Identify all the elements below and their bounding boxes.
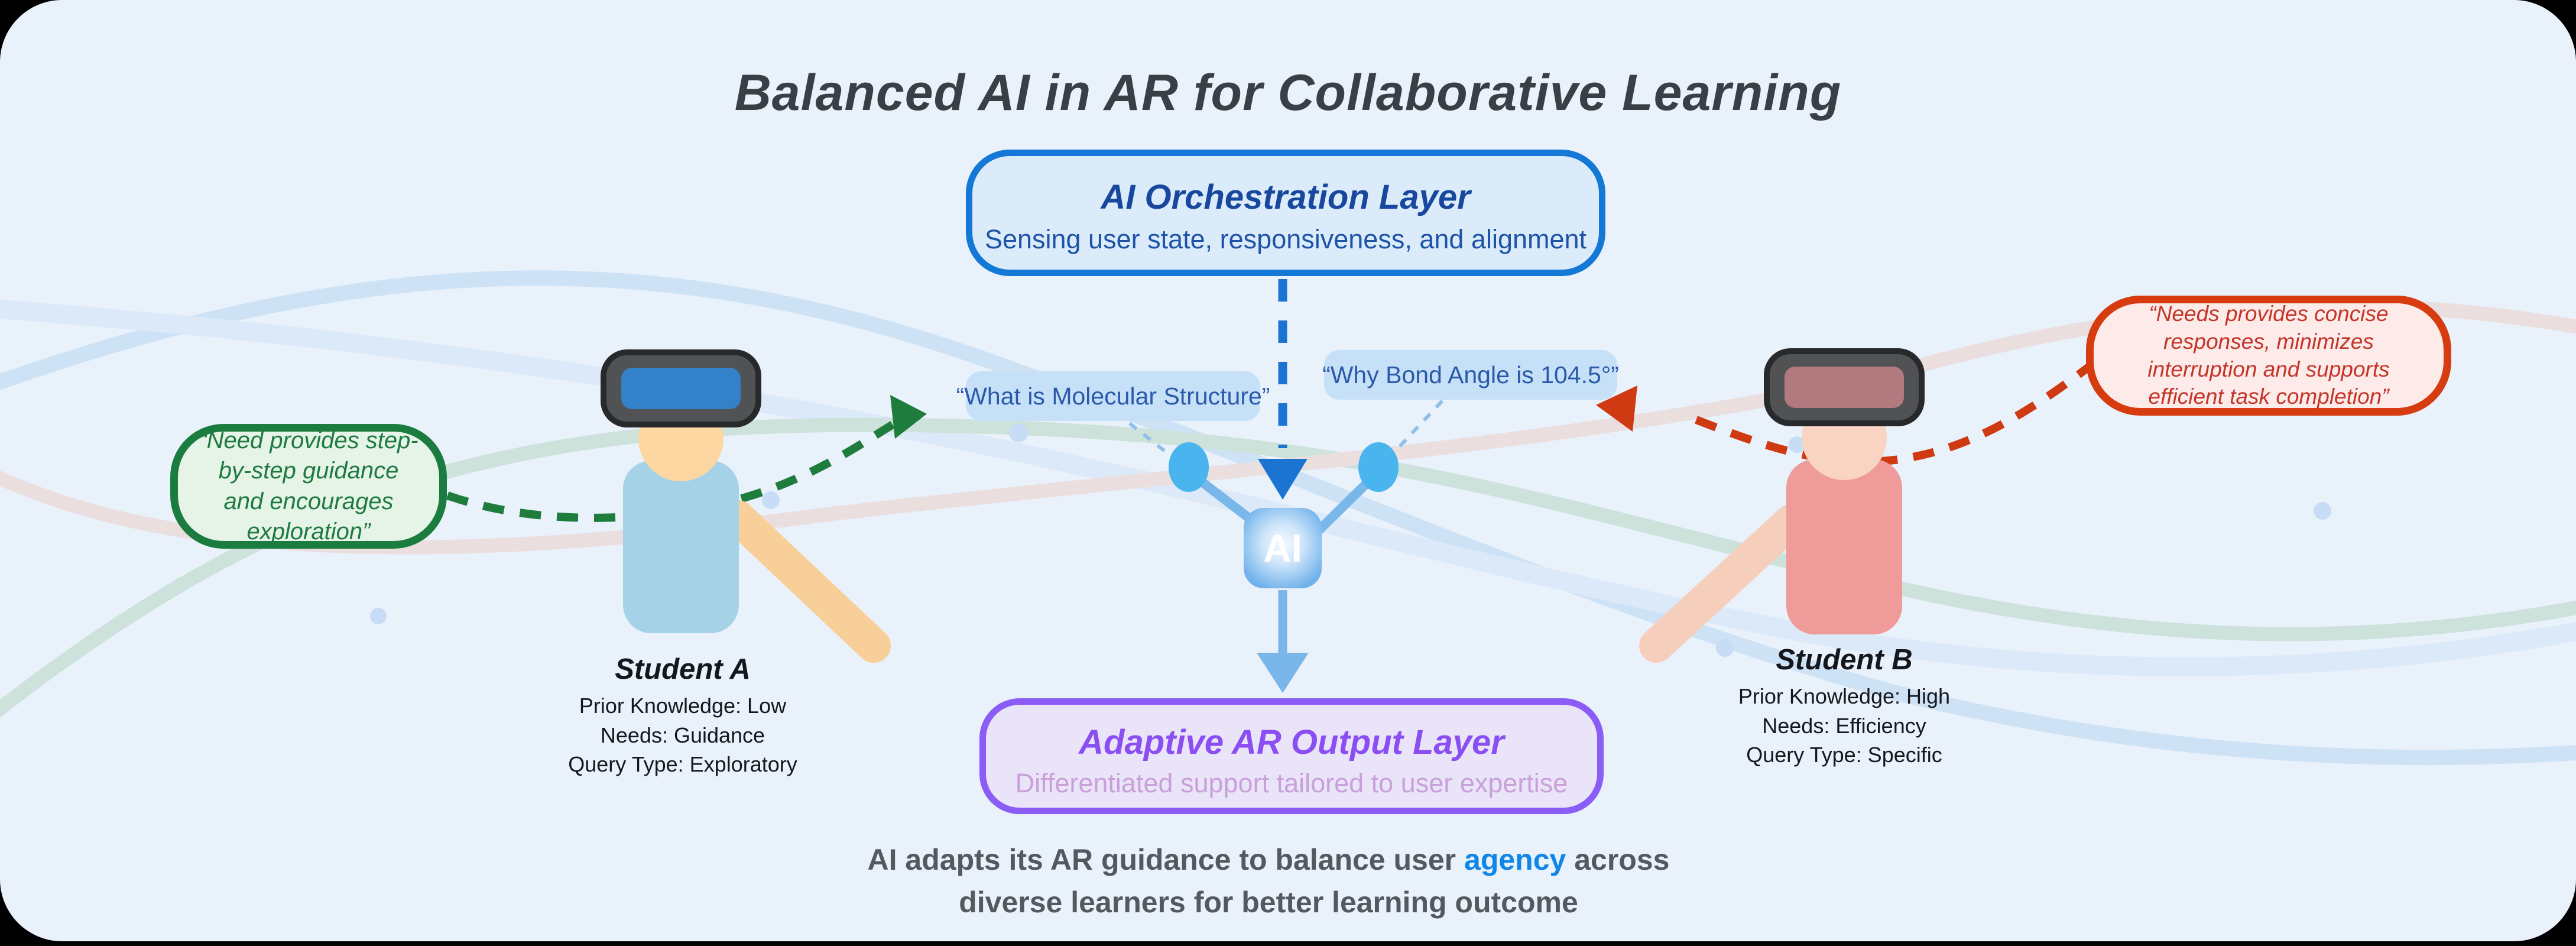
student-a-needs: Needs: Guidance <box>600 723 765 747</box>
student-b-body <box>1786 459 1902 634</box>
green-arrowhead <box>890 395 927 439</box>
ambient-dots <box>370 369 2331 657</box>
left-node-dot <box>1169 442 1209 492</box>
vr-headset-a-lens <box>621 368 741 409</box>
orchestration-layer-box: AI Orchestration Layer Sensing user stat… <box>966 150 1605 276</box>
right-node-dot <box>1358 442 1399 492</box>
blue-arrowhead <box>1258 459 1308 500</box>
ai-to-output-arrow <box>1257 590 1309 693</box>
query-bubble-left: “What is Molecular Structure” <box>956 371 1270 421</box>
caption-line1-pre: AI adapts its AR guidance to balance use… <box>867 843 1465 876</box>
output-layer-title: Adaptive AR Output Layer <box>1079 723 1504 762</box>
student-b-arm <box>1639 504 1808 663</box>
caption-agency-highlight: agency <box>1464 843 1566 876</box>
vr-headset-b-lens <box>1785 367 1904 408</box>
output-layer-box: Adaptive AR Output Layer Differentiated … <box>979 698 1604 814</box>
ai-node: AI <box>1244 508 1322 588</box>
student-a-quote-text: “Need provides step-by-step guidance and… <box>199 427 418 545</box>
student-b-quote-text: “Needs provides concise responses, minim… <box>2147 301 2390 409</box>
ai-node-label: AI <box>1263 526 1302 570</box>
student-a-figure <box>601 349 891 663</box>
orchestration-layer-subtitle: Sensing user state, responsiveness, and … <box>984 224 1587 254</box>
caption-line2: diverse learners for better learning out… <box>959 886 1578 919</box>
query-bubble-right: “Why Bond Angle is 104.5°” <box>1322 350 1619 400</box>
page-title: Balanced AI in AR for Collaborative Lear… <box>734 64 1842 121</box>
student-b-prior-knowledge: Prior Knowledge: High <box>1738 684 1951 708</box>
student-a-query-type: Query Type: Exploratory <box>568 752 797 777</box>
student-a-body <box>623 461 739 633</box>
red-dashed-arrow <box>1596 358 2098 466</box>
student-a-label-block: Student A Prior Knowledge: Low Needs: Gu… <box>499 653 866 779</box>
student-a-prior-knowledge: Prior Knowledge: Low <box>579 694 787 718</box>
student-b-label-block: Student B Prior Knowledge: High Needs: E… <box>1661 643 2027 769</box>
output-layer-subtitle: Differentiated support tailored to user … <box>1015 768 1568 798</box>
student-a-name: Student A <box>615 653 751 685</box>
student-b-figure <box>1639 348 1925 663</box>
light-blue-arrowhead <box>1257 653 1309 693</box>
student-b-quote-bubble: “Needs provides concise responses, minim… <box>2086 296 2451 416</box>
wave-blue <box>0 270 2576 766</box>
orchestration-layer-title: AI Orchestration Layer <box>1101 178 1471 216</box>
student-b-needs: Needs: Efficiency <box>1762 713 1926 738</box>
red-arrowhead <box>1596 385 1637 432</box>
caption-line1-post: across <box>1566 843 1670 876</box>
bottom-caption: AI adapts its AR guidance to balance use… <box>766 838 1771 924</box>
student-b-query-type: Query Type: Specific <box>1746 743 1942 767</box>
orchestration-to-ai-arrow <box>1258 279 1308 500</box>
student-a-arm <box>721 500 891 663</box>
query-left-text: “What is Molecular Structure” <box>956 382 1270 410</box>
query-right-text: “Why Bond Angle is 104.5°” <box>1322 361 1619 388</box>
student-b-name: Student B <box>1776 644 1913 676</box>
student-a-quote-bubble: “Need provides step-by-step guidance and… <box>170 424 447 549</box>
